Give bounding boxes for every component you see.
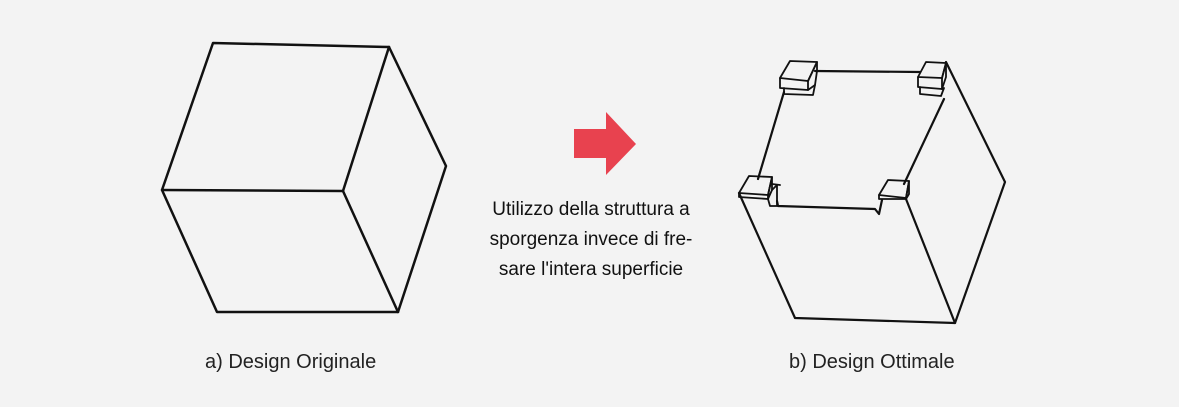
explanation-line-3: sare l'intera superficie [498, 259, 684, 280]
original-design-cube [160, 41, 448, 314]
explanation-line-1: Utilizzo della struttura a [492, 199, 690, 220]
explanation-line-2: sporgenza invece di fre- [489, 229, 693, 250]
caption-optimal-design: b) Design Ottimale [789, 351, 955, 373]
arrow-right-icon [574, 112, 636, 175]
caption-original-design: a) Design Originale [205, 351, 377, 373]
explanation-text: Utilizzo della struttura a sporgenza inv… [452, 195, 730, 285]
optimal-design-cube [737, 60, 1007, 325]
